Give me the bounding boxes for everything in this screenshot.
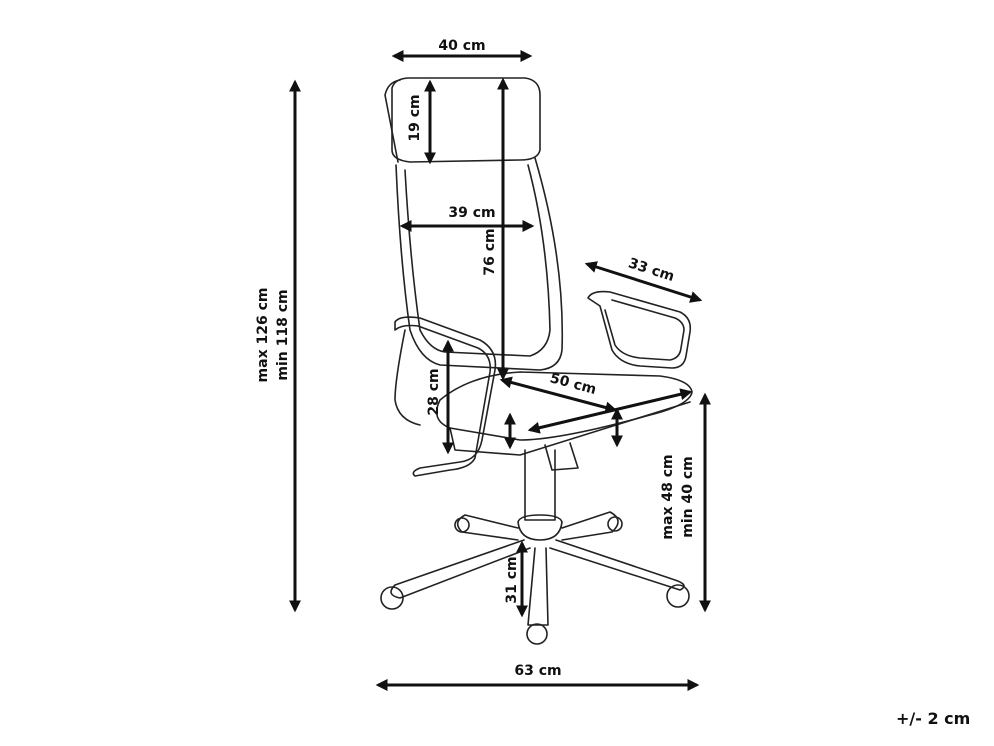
- armrest-length-label: 33 cm: [626, 255, 676, 285]
- headrest-height-label: 19 cm: [407, 94, 423, 141]
- seat-depth-arrow: [527, 388, 693, 434]
- right-armrest: [587, 290, 692, 369]
- caster-right: [666, 584, 690, 608]
- base-height-label: 31 cm: [504, 556, 520, 603]
- caster-left: [380, 586, 404, 610]
- tolerance-note: +/- 2 cm: [896, 709, 971, 728]
- headrest: [391, 77, 541, 163]
- total-height-min-label: min 118 cm: [275, 289, 291, 380]
- backrest-width-label: 39 cm: [448, 205, 495, 221]
- headrest-width-label: 40 cm: [438, 38, 485, 54]
- left-armrest: [394, 316, 497, 477]
- dimension-lines: [289, 50, 711, 691]
- armrest-length-arrow: [584, 261, 703, 303]
- backrest-height-label: 76 cm: [482, 228, 498, 275]
- chair-drawing: [380, 77, 693, 645]
- gas-lift: [524, 442, 579, 521]
- backrest-mesh: [404, 164, 551, 357]
- base-width-label: 63 cm: [514, 663, 561, 679]
- dimension-labels: 40 cm 19 cm 76 cm 39 cm 33 cm max 126 cm…: [255, 38, 696, 679]
- caster-back-left: [454, 517, 470, 533]
- caster-back-right: [607, 516, 623, 532]
- seat-height-max-label: max 48 cm: [660, 454, 676, 539]
- seat-height-min-label: min 40 cm: [680, 456, 696, 537]
- backrest: [384, 79, 564, 371]
- armrest-height-label: 28 cm: [426, 368, 442, 415]
- total-height-max-label: max 126 cm: [255, 288, 271, 383]
- base-legs: [390, 511, 685, 626]
- caster-front: [526, 623, 548, 645]
- seat-side: [449, 401, 691, 456]
